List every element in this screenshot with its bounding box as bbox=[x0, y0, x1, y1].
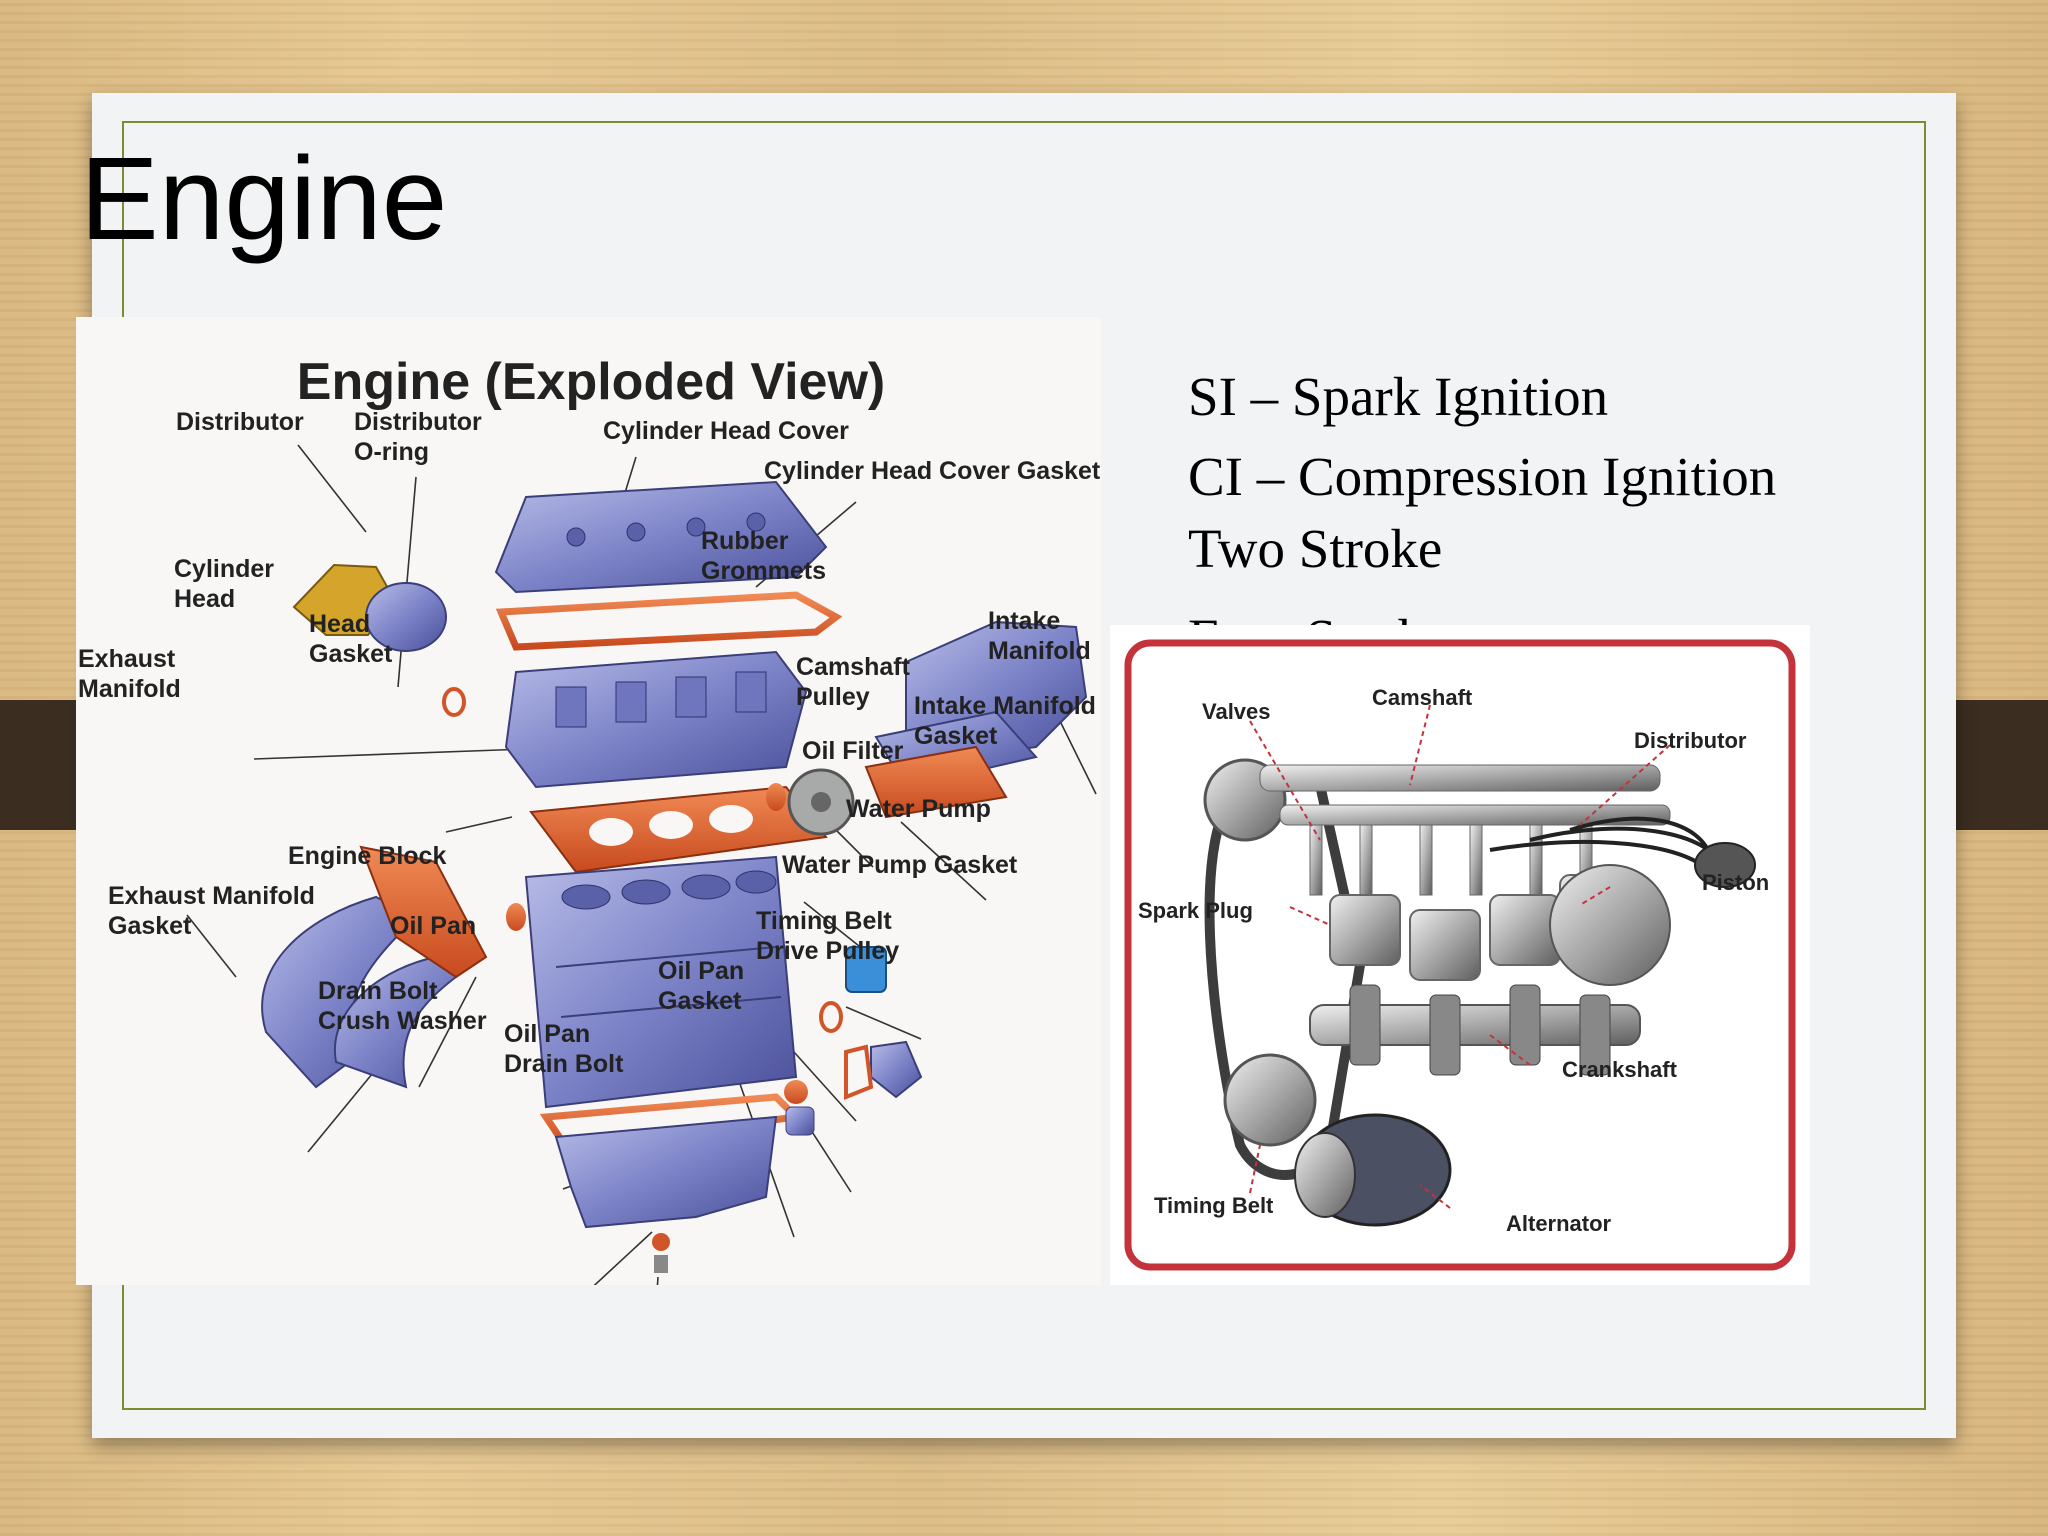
label-water-pump: Water Pump bbox=[846, 795, 991, 823]
crankshaft-part bbox=[1309, 864, 1671, 1076]
label-cylinder-head-cover: Cylinder Head Cover bbox=[603, 417, 849, 445]
cutaway-labels: Valves Camshaft Distributor Spark Plug P… bbox=[1138, 685, 1769, 1236]
bullet-si: SI – Spark Ignition bbox=[1188, 366, 1609, 427]
label-distributor: Distributor bbox=[176, 408, 304, 436]
label-timing-belt-pulley-1: Timing Belt bbox=[756, 907, 892, 935]
label-rubber-grommets-2: Grommets bbox=[701, 557, 826, 585]
bullet-ci: CI – Compression Ignition bbox=[1188, 446, 1777, 507]
label-oil-pan: Oil Pan bbox=[390, 912, 476, 940]
label-camshaft-pulley-2: Pulley bbox=[796, 683, 870, 711]
distributor-part bbox=[292, 563, 466, 717]
exploded-heading: Engine (Exploded View) bbox=[297, 353, 885, 411]
bullet-two-stroke: Two Stroke bbox=[1188, 518, 1443, 579]
label-head-gasket-1: Head bbox=[309, 610, 370, 638]
label-exhaust-manifold-2: Manifold bbox=[78, 675, 181, 703]
label-timing-belt: Timing Belt bbox=[1154, 1193, 1274, 1218]
label-cylinder-head-cover-gasket: Cylinder Head Cover Gasket bbox=[764, 457, 1101, 485]
cutaway-engine-diagram: Valves Camshaft Distributor Spark Plug P… bbox=[1110, 625, 1810, 1285]
label-oil-pan-gasket-1: Oil Pan bbox=[658, 957, 744, 985]
label-distributor-oring-1: Distributor bbox=[354, 408, 482, 436]
label-oil-pan-drain-bolt-2: Drain Bolt bbox=[504, 1050, 624, 1078]
exploded-view-diagram: Engine (Exploded View) bbox=[76, 317, 1101, 1308]
distributor-part-cutaway bbox=[1489, 816, 1756, 888]
label-piston: Piston bbox=[1702, 870, 1769, 895]
exhaust-manifold-part bbox=[261, 845, 526, 1089]
label-engine-block: Engine Block bbox=[288, 842, 446, 870]
label-alternator: Alternator bbox=[1506, 1211, 1612, 1236]
label-drain-bolt-washer-2: Crush Washer bbox=[318, 1007, 487, 1035]
label-intake-manifold-1: Intake bbox=[988, 607, 1060, 635]
engine-block-part bbox=[524, 855, 798, 1109]
label-spark-plug: Spark Plug bbox=[1138, 898, 1253, 923]
oil-pan-part bbox=[539, 1093, 804, 1273]
cylinder-head-part bbox=[504, 650, 808, 789]
label-oil-pan-gasket-2: Gasket bbox=[658, 987, 742, 1015]
crank-pulley bbox=[1223, 1053, 1317, 1147]
exploded-labels: Distributor Distributor O-ring Cylinder … bbox=[78, 408, 1101, 1078]
label-exhaust-manifold-gasket-2: Gasket bbox=[108, 912, 192, 940]
intake-manifold-part bbox=[864, 620, 1088, 819]
label-distributor-cutaway: Distributor bbox=[1634, 728, 1747, 753]
water-pump-part bbox=[844, 1040, 923, 1100]
cover-gasket bbox=[495, 591, 843, 651]
label-drain-bolt-washer-1: Drain Bolt bbox=[318, 977, 438, 1005]
label-crankshaft: Crankshaft bbox=[1562, 1057, 1678, 1082]
cutaway-leaders bbox=[1249, 704, 1671, 1209]
label-cylinder-head-1: Cylinder bbox=[174, 555, 274, 583]
label-distributor-oring-2: O-ring bbox=[354, 438, 429, 466]
label-camshaft-pulley-1: Camshaft bbox=[796, 653, 911, 681]
label-cylinder-head-2: Head bbox=[174, 585, 235, 613]
exploded-view-svg: Engine (Exploded View) bbox=[78, 353, 1101, 1308]
slide-title: Engine bbox=[80, 133, 448, 265]
alternator-part bbox=[1294, 1113, 1452, 1227]
label-intake-manifold-2: Manifold bbox=[988, 637, 1091, 665]
head-gasket-part bbox=[529, 785, 828, 874]
label-intake-manifold-gasket-1: Intake Manifold bbox=[914, 692, 1096, 720]
label-rubber-grommets-1: Rubber bbox=[701, 527, 789, 555]
label-exhaust-manifold-gasket-1: Exhaust Manifold bbox=[108, 882, 315, 910]
label-water-pump-gasket: Water Pump Gasket bbox=[782, 851, 1018, 879]
label-timing-belt-pulley-2: Drive Pulley bbox=[756, 937, 899, 965]
label-head-gasket-2: Gasket bbox=[309, 640, 393, 668]
oil-filter-part bbox=[819, 946, 887, 1033]
cutaway-svg: Valves Camshaft Distributor Spark Plug P… bbox=[1124, 639, 1796, 1271]
label-oil-filter: Oil Filter bbox=[802, 737, 904, 765]
label-valves: Valves bbox=[1202, 699, 1271, 724]
camshaft-pulley-part bbox=[766, 768, 855, 836]
timing-pulley-part bbox=[784, 1080, 815, 1136]
label-intake-manifold-gasket-2: Gasket bbox=[914, 722, 998, 750]
cylinder-head-cover bbox=[494, 480, 828, 594]
label-oil-pan-drain-bolt-1: Oil Pan bbox=[504, 1020, 590, 1048]
label-camshaft: Camshaft bbox=[1372, 685, 1473, 710]
label-exhaust-manifold-1: Exhaust bbox=[78, 645, 176, 673]
